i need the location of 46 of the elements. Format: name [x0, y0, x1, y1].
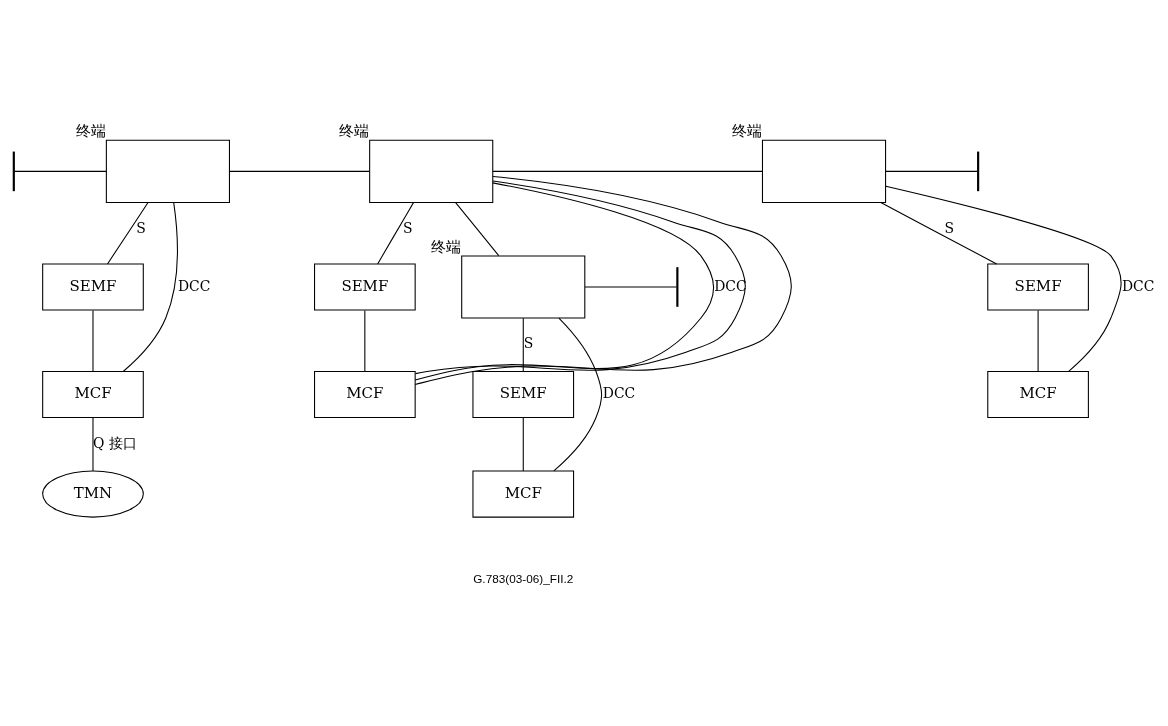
connector — [584, 285, 678, 287]
connector — [229, 170, 370, 172]
node-label: 终端 — [731, 121, 762, 140]
node-box — [761, 139, 887, 203]
node-box: SEMF — [42, 262, 144, 310]
connector — [1037, 309, 1039, 372]
edge-label: Q 接口 — [93, 434, 137, 451]
edge-label: DCC — [602, 384, 636, 401]
connector — [377, 201, 414, 264]
connector — [92, 416, 94, 472]
edge-label: S — [523, 334, 534, 351]
node-box: MCF — [42, 370, 144, 418]
node-box — [461, 254, 586, 319]
label: G.783(03-06)_FII.2 — [473, 571, 574, 585]
node-box: MCF — [987, 370, 1089, 418]
connector — [880, 201, 998, 264]
connector — [364, 309, 366, 372]
node-box — [105, 139, 230, 203]
node-label: 终端 — [75, 121, 106, 140]
connector — [885, 185, 1122, 372]
node-label: 终端 — [431, 237, 462, 256]
connector — [885, 170, 978, 172]
connector — [106, 201, 149, 264]
node-ellipse: TMN — [42, 470, 144, 518]
edge-label: DCC — [177, 277, 211, 294]
edge-label: S — [944, 219, 955, 236]
node-box — [369, 139, 494, 203]
node-label: 终端 — [339, 121, 370, 140]
node-box: SEMF — [987, 262, 1089, 310]
connector — [522, 317, 524, 372]
edge-label: S — [136, 219, 146, 236]
node-box: MCF — [472, 470, 575, 518]
connector — [122, 201, 178, 372]
connector — [522, 416, 524, 472]
connector — [492, 170, 763, 172]
node-box: SEMF — [314, 262, 416, 310]
edge-label: DCC — [1121, 277, 1155, 294]
connector — [13, 170, 107, 172]
connector — [553, 317, 603, 471]
connector — [92, 309, 94, 372]
edge-label: DCC — [714, 277, 747, 294]
node-box: SEMF — [472, 370, 575, 418]
node-box: MCF — [314, 370, 416, 418]
connector — [455, 201, 500, 256]
connector — [414, 175, 792, 385]
edge-label: S — [402, 219, 413, 236]
